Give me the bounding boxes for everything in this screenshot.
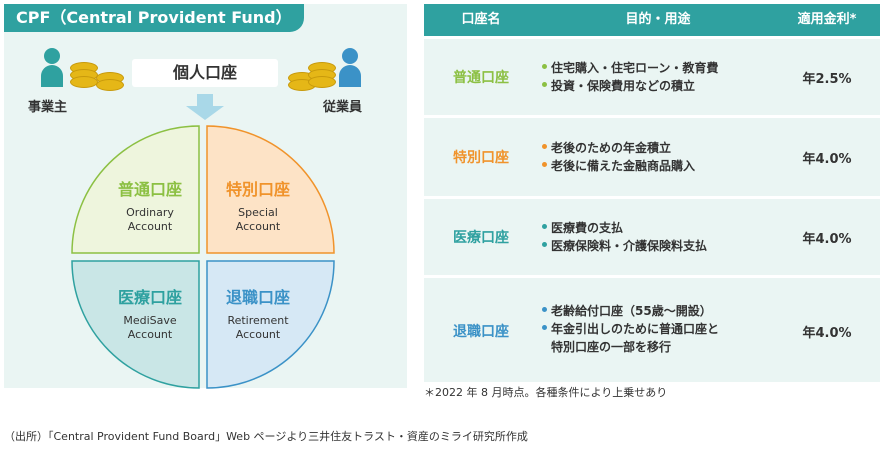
bullet-icon — [542, 325, 547, 330]
quadrant-ordinary — [71, 125, 200, 254]
employee-icon — [336, 48, 364, 108]
purpose-item: 住宅購入・住宅ローン・教育費 — [551, 61, 719, 75]
quadrant-retirement-name: 退職口座 — [225, 288, 290, 307]
down-arrow-icon — [186, 94, 224, 120]
employee-label: 従業員 — [323, 100, 363, 115]
quadrant-medisave-en1: MediSave — [123, 314, 177, 327]
quadrant-special-en2: Account — [235, 220, 281, 233]
row-purposes: 医療費の支払 医療保険料・介護保険料支払 — [542, 219, 782, 255]
employer-icon — [38, 48, 66, 108]
purpose-item: 医療費の支払 — [551, 221, 624, 235]
table-row: 普通口座 住宅購入・住宅ローン・教育費 投資・保険費用などの積立 年2.5% — [424, 39, 880, 115]
table-header: 口座名 目的・用途 適用金利* — [424, 4, 880, 36]
bullet-icon — [542, 162, 547, 167]
row-account-name: 特別口座 — [453, 150, 509, 166]
purpose-item: 医療保険料・介護保険料支払 — [551, 239, 708, 253]
bullet-icon — [542, 242, 547, 247]
purpose-item: 老齢給付口座（55歳～開設） — [551, 304, 712, 318]
quadrant-ordinary-label: 普通口座 Ordinary Account — [100, 176, 200, 234]
purpose-item: 年金引出しのために普通口座と — [551, 322, 720, 336]
row-rate: 年4.0% — [802, 152, 852, 167]
quadrant-retirement — [206, 260, 335, 389]
account-circle — [71, 125, 335, 389]
header-rate: 適用金利* — [797, 12, 857, 27]
quadrant-medisave — [71, 260, 200, 389]
quadrant-retirement-en2: Account — [235, 328, 281, 341]
table-row: 医療口座 医療費の支払 医療保険料・介護保険料支払 年4.0% — [424, 199, 880, 275]
bullet-icon — [542, 144, 547, 149]
row-rate: 年2.5% — [802, 72, 852, 87]
source-note: （出所）「Central Provident Fund Board」Web ペー… — [4, 430, 528, 443]
bullet-icon — [542, 64, 547, 69]
quadrant-special-en1: Special — [238, 206, 278, 219]
quadrant-special — [206, 125, 335, 254]
header-account-name: 口座名 — [461, 12, 501, 27]
row-purposes: 老齢給付口座（55歳～開設） 年金引出しのために普通口座と 特別口座の一部を移行 — [542, 302, 782, 356]
table-row: 特別口座 老後のための年金積立 老後に備えた金融商品購入 年4.0% — [424, 118, 880, 196]
personal-account-box: 個人口座 — [132, 59, 278, 87]
bullet-icon — [542, 82, 547, 87]
quadrant-ordinary-en1: Ordinary — [126, 206, 174, 219]
bullet-icon — [542, 224, 547, 229]
row-rate: 年4.0% — [802, 232, 852, 247]
header-purpose: 目的・用途 — [625, 12, 691, 27]
quadrant-retirement-en1: Retirement — [227, 314, 289, 327]
row-rate: 年4.0% — [802, 326, 852, 341]
row-account-name: 普通口座 — [453, 70, 509, 86]
quadrant-retirement-label: 退職口座 Retirement Account — [208, 284, 308, 342]
table-row: 退職口座 老齢給付口座（55歳～開設） 年金引出しのために普通口座と 特別口座の… — [424, 278, 880, 382]
row-account-name: 退職口座 — [453, 324, 509, 340]
quadrant-medisave-en2: Account — [127, 328, 173, 341]
purpose-item: 老後のための年金積立 — [551, 141, 672, 155]
quadrant-special-label: 特別口座 Special Account — [208, 176, 308, 234]
row-purposes: 住宅購入・住宅ローン・教育費 投資・保険費用などの積立 — [542, 59, 782, 95]
purpose-item: 特別口座の一部を移行 — [551, 340, 672, 354]
quadrant-ordinary-name: 普通口座 — [117, 180, 182, 199]
employer-label: 事業主 — [28, 100, 68, 115]
purpose-item: 老後に備えた金融商品購入 — [551, 159, 696, 173]
footnote: ＊2022 年 8 月時点。各種条件により上乗せあり — [424, 386, 668, 399]
quadrant-ordinary-en2: Account — [127, 220, 173, 233]
bullet-icon — [542, 307, 547, 312]
quadrant-medisave-name: 医療口座 — [117, 288, 182, 307]
row-account-name: 医療口座 — [453, 230, 509, 246]
purpose-item: 投資・保険費用などの積立 — [551, 79, 696, 93]
cpf-title: CPF（Central Provident Fund） — [4, 4, 304, 32]
quadrant-medisave-label: 医療口座 MediSave Account — [100, 284, 200, 342]
quadrant-special-name: 特別口座 — [225, 180, 290, 199]
row-purposes: 老後のための年金積立 老後に備えた金融商品購入 — [542, 139, 782, 175]
